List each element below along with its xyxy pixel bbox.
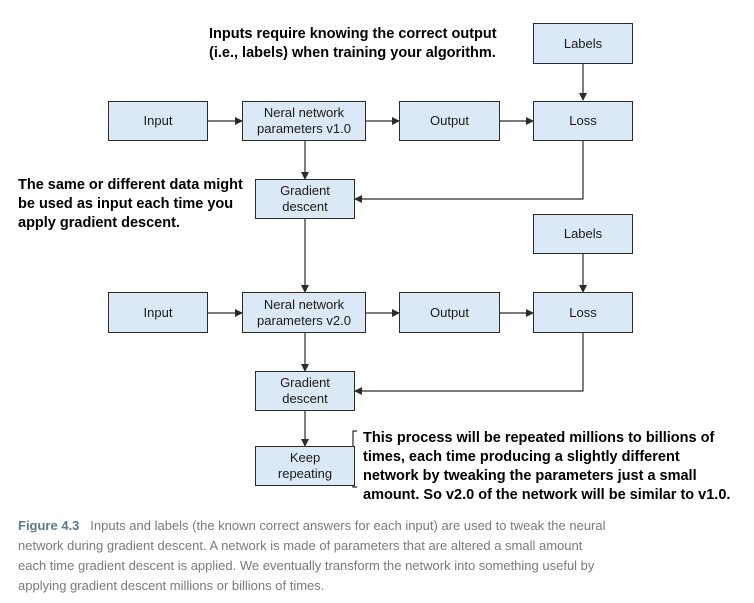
- arrow-loss1-to-gd1: [354, 141, 584, 203]
- keep-label-line1: Keep: [289, 450, 321, 465]
- neural-network-v2-box: Neral network parameters v2.0: [242, 292, 366, 333]
- output-label: Output: [429, 304, 470, 320]
- gradient-descent-box-2: Gradient descent: [255, 371, 355, 411]
- loss-box-1: Loss: [533, 101, 633, 141]
- note-input-data: The same or different data might be used…: [18, 177, 243, 231]
- gd-label-line1: Gradient: [280, 183, 330, 198]
- gd-label-line2: descent: [282, 391, 328, 406]
- arrow-loss2-to-gd2: [354, 333, 584, 395]
- figure-caption: Figure 4.3 Inputs and labels (the known …: [18, 516, 744, 596]
- loss-label: Loss: [569, 113, 597, 128]
- note-labels-required: Inputs require knowing the correct outpu…: [209, 26, 497, 61]
- labels-box-2: Labels: [533, 214, 633, 254]
- output-box-2: Output: [399, 292, 500, 333]
- labels-box-1: Labels: [533, 23, 633, 64]
- loss-box-2: Loss: [533, 292, 633, 333]
- gd-label-line1: Gradient: [280, 375, 330, 390]
- output-label: Output: [429, 113, 470, 128]
- output-box-1: Output: [399, 101, 500, 141]
- neural-network-v1-box: Neral network parameters v1.0: [242, 101, 366, 141]
- nn-label-line2: parameters v2.0: [257, 312, 351, 328]
- gd-label-line2: descent: [282, 199, 328, 214]
- note-repeat-process: This process will be repeated millions t…: [363, 430, 731, 503]
- labels-label: Labels: [563, 35, 603, 51]
- nn-label-line1: Neral network: [263, 296, 345, 312]
- nn-label-line2: parameters v1.0: [257, 121, 351, 136]
- caption-line-4: applying gradient descent millions or bi…: [18, 578, 325, 593]
- caption-line-1: Figure 4.3 Inputs and labels (the known …: [18, 518, 606, 533]
- keep-label-line2: repeating: [277, 466, 333, 481]
- keep-repeating-box: Keep repeating: [255, 446, 355, 486]
- gradient-descent-box-1: Gradient descent: [255, 179, 355, 219]
- input-label: Input: [143, 304, 173, 320]
- caption-figure-label: Figure 4.3: [18, 518, 80, 533]
- input-label: Input: [143, 113, 173, 128]
- nn-label-line1: Neral network: [263, 105, 345, 120]
- input-box-2: Input: [108, 292, 208, 333]
- loss-label: Loss: [569, 304, 597, 320]
- caption-line-3: each time gradient descent is applied. W…: [18, 558, 595, 573]
- caption-line-2: network during gradient descent. A netwo…: [18, 538, 583, 553]
- input-box-1: Input: [108, 101, 208, 141]
- labels-label: Labels: [563, 226, 603, 241]
